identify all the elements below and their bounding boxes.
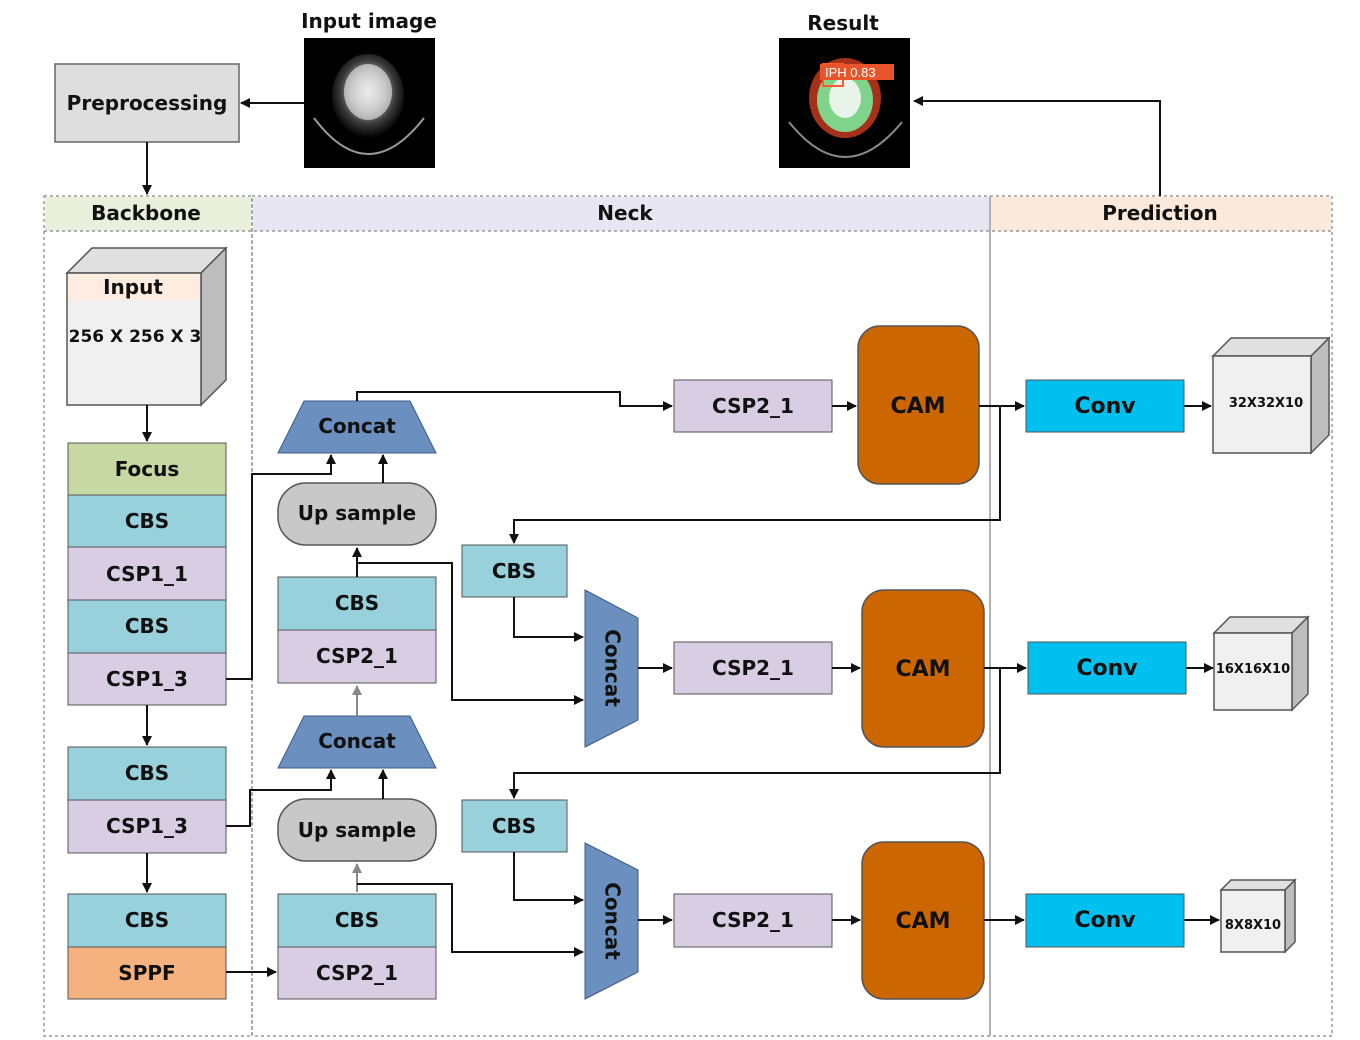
cam-row2-label: CAM xyxy=(895,657,950,682)
neck-right-connectors xyxy=(356,391,1001,957)
cbs-label-1: CBS xyxy=(125,509,169,533)
output-cube-1 xyxy=(1211,336,1331,455)
upsample-bottom-label: Up sample xyxy=(298,818,417,842)
input-image-label: Input image xyxy=(301,9,437,33)
prediction-title: Prediction xyxy=(1102,201,1218,225)
csp1-1-block xyxy=(67,546,227,601)
conv-row2-label: Conv xyxy=(1076,656,1138,681)
csp1-3-block-b xyxy=(67,799,227,854)
cbs-label-4: CBS xyxy=(125,908,169,932)
output-size-3: 8X8X10 xyxy=(1225,918,1281,933)
csp2-1-row2-label: CSP2_1 xyxy=(712,656,794,680)
detection-tag: IPH 0.83 xyxy=(825,65,876,80)
concat-vertical-mid xyxy=(584,589,639,748)
csp1-3-label-b: CSP1_3 xyxy=(106,814,188,838)
cbs-label-2: CBS xyxy=(125,614,169,638)
concat-top-block xyxy=(277,400,437,454)
csp1-3-label-a: CSP1_3 xyxy=(106,667,188,691)
output-cube-2 xyxy=(1212,615,1310,712)
cbs-neck-right-bottom xyxy=(461,799,568,853)
cbs-neck-right-bottom-label: CBS xyxy=(492,814,536,838)
output-cube-3 xyxy=(1219,878,1297,954)
focus-label: Focus xyxy=(115,457,180,481)
cbs-neck-right-mid xyxy=(461,544,568,598)
concat-vertical-mid-label: Concat xyxy=(601,629,625,707)
conv-row1-label: Conv xyxy=(1074,394,1136,419)
backbone-header xyxy=(45,197,251,231)
conv-row1 xyxy=(1025,379,1185,433)
cbs-neck-top xyxy=(277,576,437,631)
neck-title: Neck xyxy=(597,201,653,225)
sppf-label: SPPF xyxy=(118,961,175,985)
input-ct-image xyxy=(304,38,435,168)
input-size: 256 X 256 X 3 xyxy=(69,327,202,347)
csp2-1-neck-top-label: CSP2_1 xyxy=(316,644,398,668)
neck-left-connectors xyxy=(226,454,388,977)
conv-row2 xyxy=(1027,641,1187,695)
cbs-block-3 xyxy=(67,746,227,801)
backbone-title: Backbone xyxy=(91,201,201,225)
prediction-header xyxy=(991,197,1331,231)
cbs-label-3: CBS xyxy=(125,761,169,785)
upsample-top-block xyxy=(277,482,437,546)
concat-top-label: Concat xyxy=(318,414,396,438)
cbs-neck-bottom-label: CBS xyxy=(335,908,379,932)
csp1-1-label: CSP1_1 xyxy=(106,562,188,586)
output-size-2: 16X16X10 xyxy=(1216,662,1290,677)
neck-header xyxy=(253,197,989,231)
concat-mid-block xyxy=(277,715,437,769)
input-cube xyxy=(65,246,228,407)
csp2-1-neck-bottom xyxy=(277,946,437,1000)
conv-row3 xyxy=(1025,893,1185,948)
result-label: Result xyxy=(807,11,879,35)
conv-row3-label: Conv xyxy=(1074,908,1136,933)
csp2-1-row3 xyxy=(673,893,833,948)
csp1-3-block-a xyxy=(67,652,227,706)
input-title: Input xyxy=(103,275,163,299)
preprocessing-label: Preprocessing xyxy=(67,91,228,115)
cbs-neck-bottom xyxy=(277,893,437,948)
csp2-1-row1-label: CSP2_1 xyxy=(712,394,794,418)
upsample-top-label: Up sample xyxy=(298,501,417,525)
concat-mid-label: Concat xyxy=(318,729,396,753)
prediction-connectors xyxy=(984,401,1220,925)
cbs-block-1 xyxy=(67,494,227,548)
csp2-1-row2 xyxy=(673,641,833,695)
csp2-1-row3-label: CSP2_1 xyxy=(712,908,794,932)
focus-block xyxy=(67,442,227,496)
output-size-1: 32X32X10 xyxy=(1229,396,1303,411)
csp2-1-neck-top xyxy=(277,629,437,684)
csp2-1-neck-bottom-label: CSP2_1 xyxy=(316,961,398,985)
concat-vertical-bottom xyxy=(584,842,639,1000)
cam-row3-label: CAM xyxy=(895,909,950,934)
cbs-neck-top-label: CBS xyxy=(335,591,379,615)
upsample-bottom-block xyxy=(277,798,437,862)
concat-vertical-bottom-label: Concat xyxy=(601,882,625,960)
sppf-block xyxy=(67,946,227,1000)
cam-row1-label: CAM xyxy=(890,394,945,419)
result-ct-image xyxy=(779,38,910,168)
cbs-neck-right-mid-label: CBS xyxy=(492,559,536,583)
